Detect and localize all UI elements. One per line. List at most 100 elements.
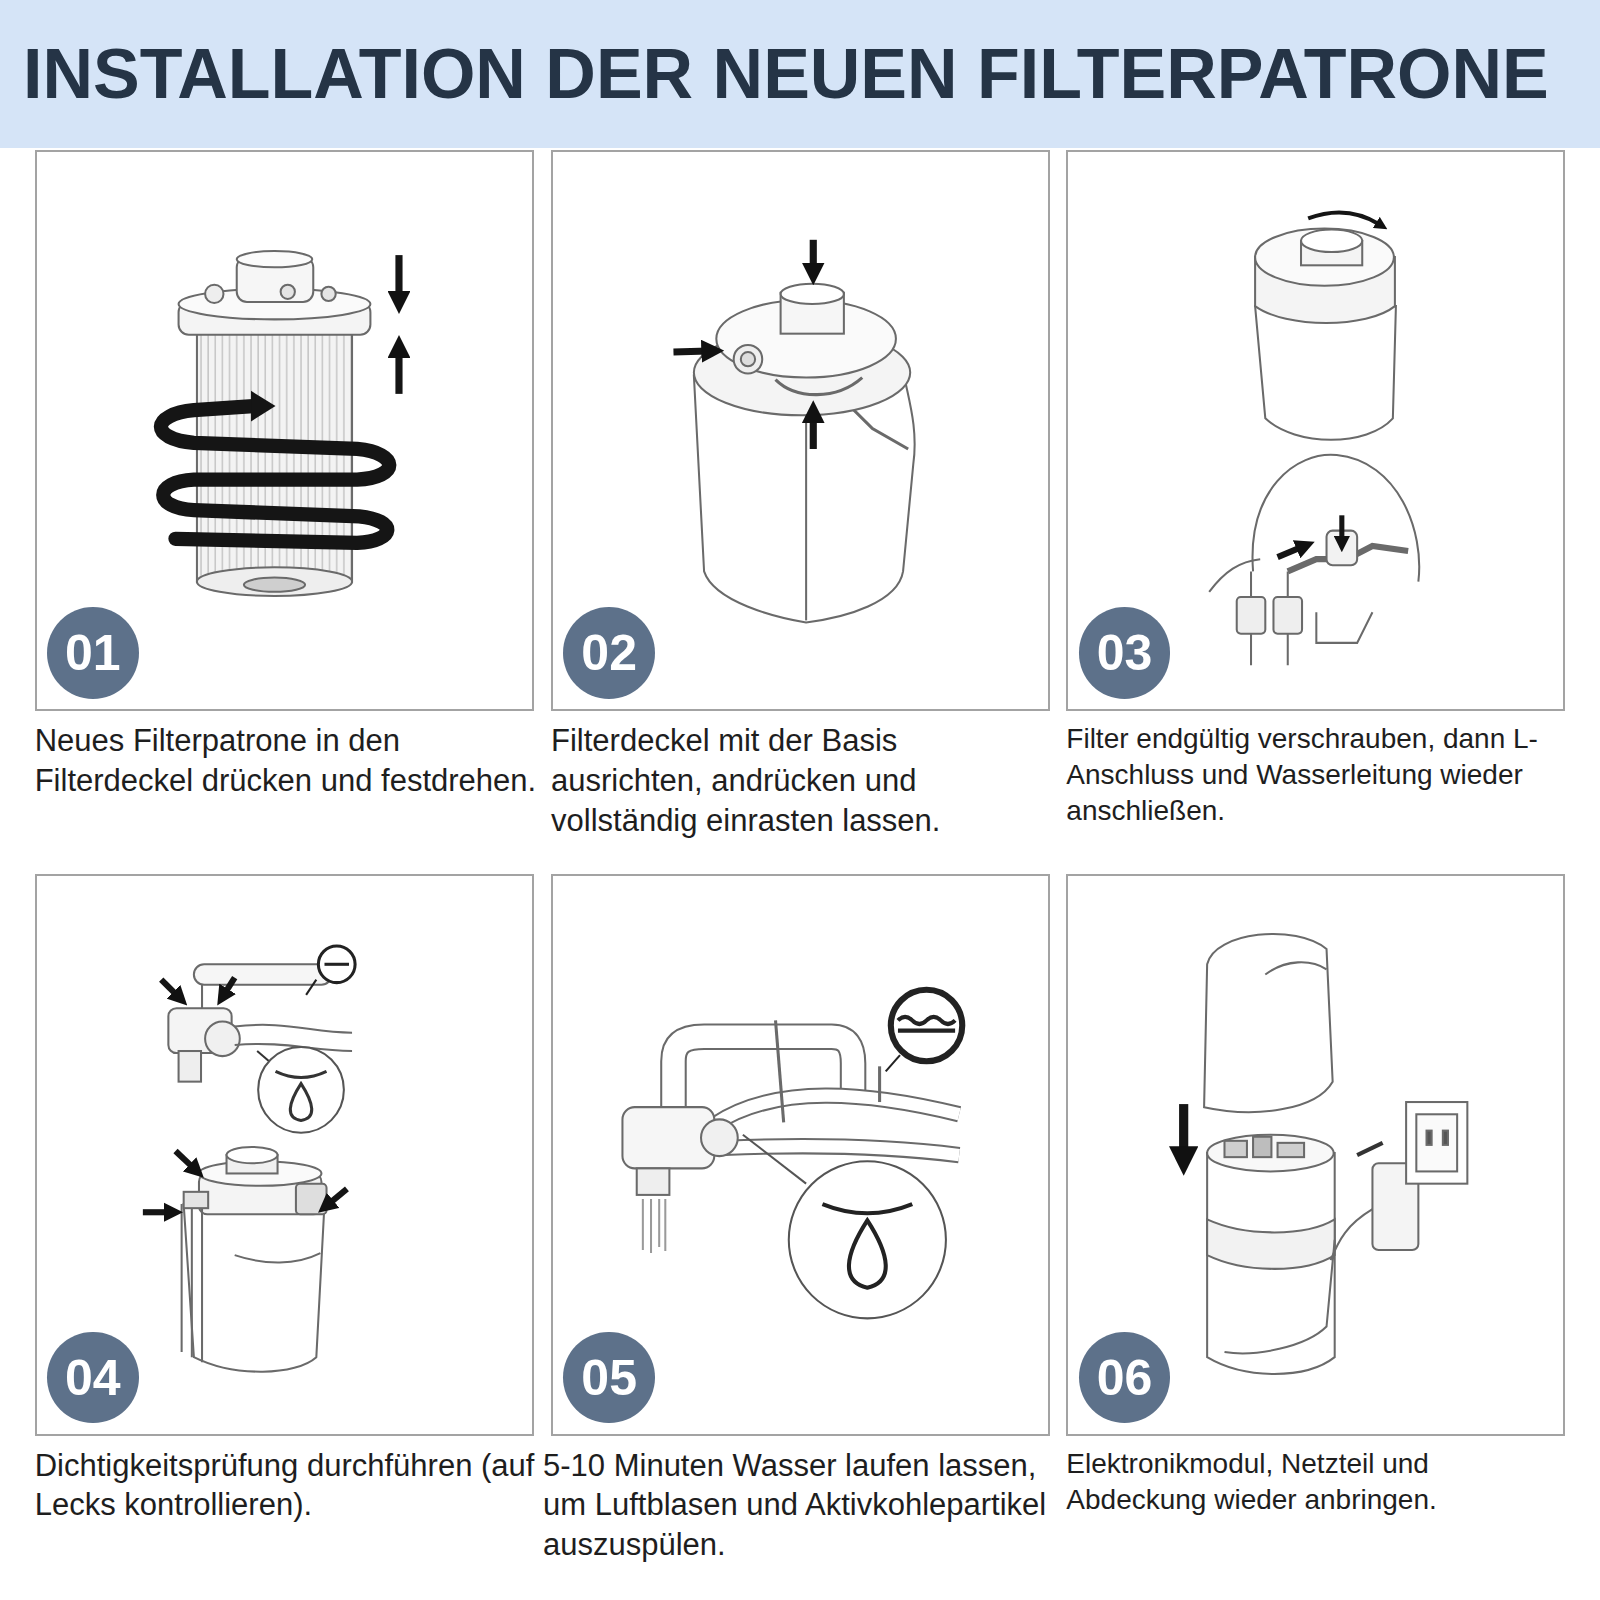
step-caption: Filterdeckel mit der Basis ausrichten, a… bbox=[551, 721, 1056, 840]
illustration-part bbox=[1204, 934, 1333, 1112]
step-panel: Filterdeckel mit der Basis ausrichten, a… bbox=[551, 150, 1050, 711]
illustration-part bbox=[161, 406, 389, 543]
illustration-part bbox=[898, 1017, 955, 1024]
illustration-part bbox=[1207, 1135, 1334, 1172]
flush-figure bbox=[622, 1020, 959, 1318]
illustration-part bbox=[1255, 229, 1394, 286]
illustration-part bbox=[789, 1161, 946, 1318]
illustration-part bbox=[306, 980, 316, 995]
step-caption: Elektronikmodul, Netzteil und Abdeckung … bbox=[1066, 1446, 1571, 1518]
step-number-badge: 04 bbox=[47, 1332, 139, 1424]
press-arrows bbox=[673, 240, 813, 449]
illustration-part bbox=[244, 578, 305, 592]
illustration-part bbox=[1207, 1219, 1335, 1268]
stop-icon bbox=[306, 946, 355, 995]
step-number-badge: 03 bbox=[1079, 607, 1171, 699]
step-number-badge: 02 bbox=[563, 607, 655, 699]
step-caption: Filter endgültig verschrauben, dann L-An… bbox=[1066, 721, 1571, 828]
illustration-part bbox=[179, 1051, 201, 1082]
illustration-part bbox=[1339, 515, 1344, 541]
illustration-part bbox=[227, 1147, 278, 1163]
illustration-part bbox=[161, 980, 177, 996]
illustration-part bbox=[637, 1168, 670, 1195]
step-panel: 5-10 Minuten Wasser laufen lassen, um Lu… bbox=[551, 874, 1050, 1435]
illustration-part bbox=[1331, 1209, 1373, 1260]
illustration-part bbox=[891, 990, 962, 1061]
illustration-part bbox=[1316, 612, 1372, 643]
illustration-part bbox=[1273, 597, 1302, 634]
illustration-part bbox=[258, 1047, 344, 1133]
step-panel: Dichtigkeitsprüfung durchführen (auf Lec… bbox=[35, 874, 534, 1435]
illustration-part bbox=[176, 1151, 194, 1168]
illustration-part bbox=[1406, 1102, 1467, 1184]
illustration-part bbox=[1224, 1240, 1334, 1354]
illustration-part bbox=[673, 351, 708, 352]
step-number: 05 bbox=[581, 1353, 637, 1403]
illustration-part bbox=[290, 1084, 311, 1121]
step-caption: 5-10 Minuten Wasser laufen lassen, um Lu… bbox=[543, 1446, 1048, 1565]
step-caption: Dichtigkeitsprüfung durchführen (auf Lec… bbox=[35, 1446, 540, 1525]
illustration-part bbox=[741, 352, 755, 366]
step-caption: Neues Filterpatrone in den Filterdeckel … bbox=[35, 721, 540, 800]
illustration-part bbox=[810, 416, 817, 449]
illustration-part bbox=[201, 985, 203, 1008]
illustration-part bbox=[395, 351, 402, 394]
illustration-part bbox=[734, 345, 763, 374]
illustration-part bbox=[805, 406, 807, 620]
illustration-part bbox=[296, 1184, 327, 1215]
step-number-badge: 01 bbox=[47, 607, 139, 699]
reassembly-figure bbox=[1204, 934, 1467, 1374]
illustration-part bbox=[1209, 559, 1260, 592]
illustration-part bbox=[205, 285, 223, 303]
illustration-part bbox=[810, 240, 817, 270]
illustration-part bbox=[714, 1096, 959, 1125]
illustration-part bbox=[714, 1096, 959, 1125]
illustration-part bbox=[276, 1071, 327, 1077]
illustration-part bbox=[1253, 455, 1420, 582]
illustration-part bbox=[237, 251, 313, 267]
illustration-part bbox=[143, 1209, 170, 1215]
illustration-part bbox=[182, 1204, 202, 1362]
illustration-part bbox=[1253, 1137, 1271, 1157]
illustration-part bbox=[194, 964, 332, 984]
step-number: 02 bbox=[581, 628, 637, 678]
illustration-part bbox=[822, 1204, 912, 1213]
illustration-part bbox=[776, 1020, 784, 1122]
illustration-part bbox=[1255, 306, 1396, 440]
step-number: 03 bbox=[1097, 628, 1153, 678]
illustration-part bbox=[849, 1220, 886, 1287]
illustration-part bbox=[184, 1204, 325, 1372]
step-panel: Filter endgültig verschrauben, dann L-An… bbox=[1066, 150, 1565, 711]
step-number: 04 bbox=[65, 1353, 121, 1403]
screw-arrows bbox=[1278, 212, 1380, 557]
check-arrows bbox=[143, 978, 347, 1213]
illustration-part bbox=[1416, 1114, 1457, 1171]
twist-arrow bbox=[161, 255, 399, 543]
illustration-part bbox=[205, 1021, 240, 1056]
illustration-part bbox=[329, 1189, 347, 1204]
illustration-part bbox=[251, 391, 275, 422]
step-number: 06 bbox=[1097, 1353, 1153, 1403]
illustration-part bbox=[395, 255, 402, 298]
screw-figure bbox=[1209, 229, 1419, 666]
illustration-part bbox=[701, 1119, 738, 1156]
illustration-part bbox=[878, 1066, 881, 1102]
illustration-part bbox=[281, 285, 295, 299]
leak-test-figure bbox=[168, 964, 352, 1371]
illustration-part bbox=[1224, 1141, 1246, 1157]
illustration-part bbox=[781, 284, 844, 304]
step-number-badge: 05 bbox=[563, 1332, 655, 1424]
illustration-part bbox=[321, 287, 335, 301]
illustration-part bbox=[643, 1199, 665, 1253]
illustration-part bbox=[184, 1192, 208, 1208]
illustration-part bbox=[1251, 571, 1288, 665]
illustration-part bbox=[1237, 597, 1266, 634]
illustration-part bbox=[1207, 1153, 1335, 1374]
illustration-part bbox=[1427, 1131, 1432, 1145]
illustration-part bbox=[898, 1029, 955, 1033]
illustration-part bbox=[1357, 1143, 1383, 1155]
illustration-part bbox=[776, 378, 863, 395]
illustration-part bbox=[318, 946, 355, 983]
